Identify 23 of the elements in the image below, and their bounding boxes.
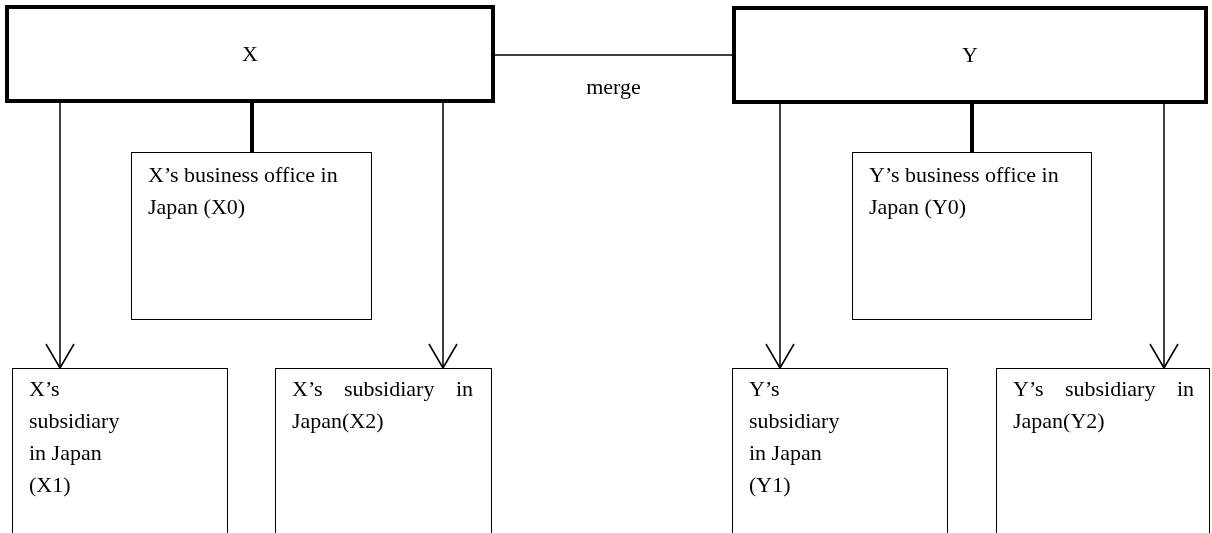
node-label: X’s subsidiary in Japan(X2) [292,375,473,435]
connector-line [250,103,254,152]
node-label: X [242,40,258,68]
connector-line [970,104,974,152]
office-box [732,368,948,533]
node-label: X’s business office in Japan (X0) [148,161,339,221]
node-label: Y’s subsidiary in Japan(Y2) [1013,375,1194,435]
company-box [5,5,495,103]
node-label: Y’s business office in Japan (Y0) [869,161,1060,221]
node-label: X’s subsidiary in Japan (X1) [29,375,121,499]
arrow [428,102,458,369]
node-label: Y [962,41,978,69]
arrow [45,102,75,369]
office-box [852,152,1092,320]
node-label: Y’s subsidiary in Japan (Y1) [749,375,841,499]
office-box [996,368,1210,533]
connector-line [494,54,733,56]
office-box [275,368,492,533]
arrow [1149,103,1179,369]
office-box [131,152,372,320]
company-box [732,6,1208,104]
office-box [12,368,228,533]
arrow [765,103,795,369]
